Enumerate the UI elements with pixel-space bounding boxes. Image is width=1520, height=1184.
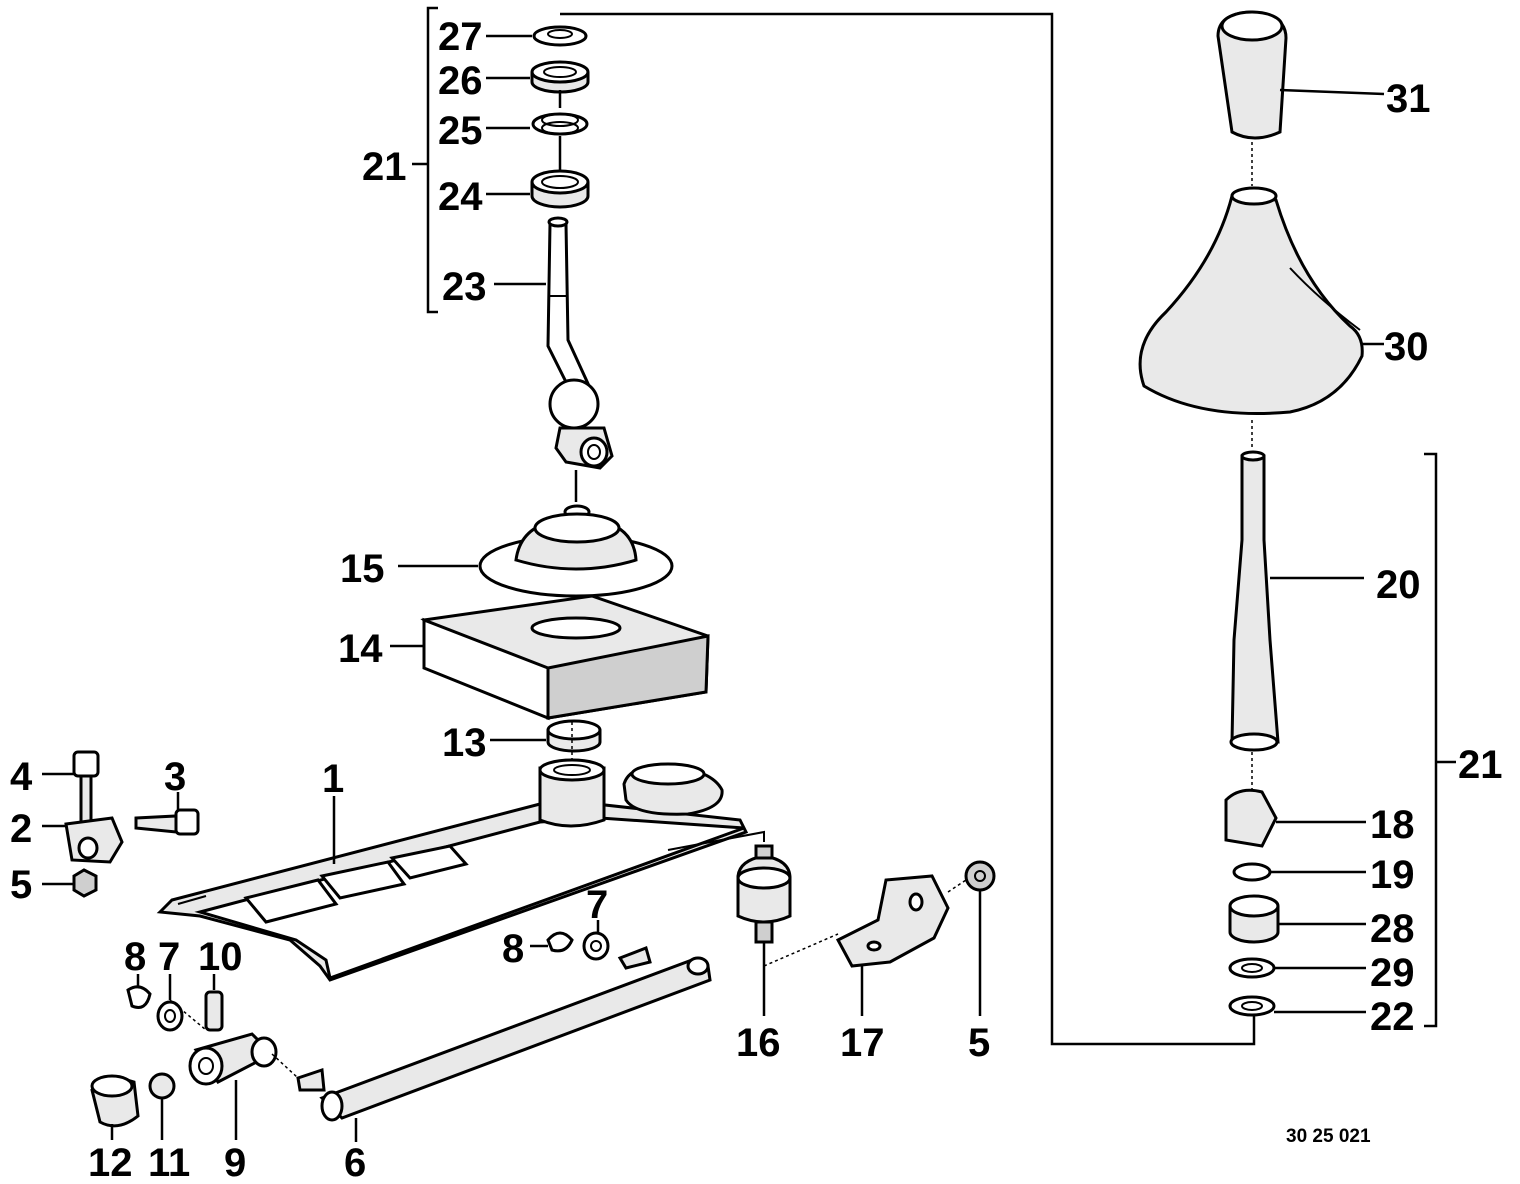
callout-9: 9 (224, 1141, 246, 1184)
callout-8-left: 8 (124, 935, 146, 979)
part-29-washer (1228, 957, 1276, 979)
callout-22: 22 (1370, 995, 1415, 1039)
callout-7-left: 7 (158, 935, 180, 979)
part-23-shift-lever (546, 216, 614, 470)
part-31-shift-knob (1216, 10, 1288, 140)
callout-12: 12 (88, 1141, 133, 1184)
part-7-washer-mid (582, 931, 610, 961)
callout-23: 23 (442, 265, 487, 309)
callout-21-right: 21 (1458, 743, 1503, 787)
part-3-screw (134, 808, 200, 836)
callout-27: 27 (438, 15, 483, 59)
callout-15: 15 (340, 547, 385, 591)
part-30-shift-boot (1138, 186, 1364, 415)
part-2-clamp-bracket (64, 816, 124, 864)
callout-25: 25 (438, 109, 483, 153)
callout-30: 30 (1384, 325, 1429, 369)
callout-13: 13 (442, 721, 487, 765)
drawing-code: 30 25 021 (1286, 1126, 1371, 1147)
callout-4: 4 (10, 755, 33, 799)
part-22-ring (1228, 995, 1276, 1017)
part-4-bolt (72, 750, 100, 824)
part-12-bushing (90, 1074, 140, 1128)
callout-18: 18 (1370, 803, 1415, 847)
callout-5-right: 5 (968, 1021, 990, 1065)
part-27-washer (532, 25, 588, 47)
callout-3: 3 (164, 755, 186, 799)
callout-21-left: 21 (362, 145, 407, 189)
part-10-pin (204, 990, 224, 1032)
part-28-sleeve (1228, 894, 1280, 944)
bracket-21-left (412, 6, 438, 314)
callout-14: 14 (338, 627, 383, 671)
callout-5-left: 5 (10, 863, 32, 907)
part-20-lever (1229, 450, 1280, 752)
part-19-clip (1232, 862, 1272, 882)
callout-11: 11 (148, 1141, 190, 1184)
callout-19: 19 (1370, 853, 1415, 897)
callout-20: 20 (1376, 563, 1421, 607)
part-11-ball (148, 1072, 176, 1100)
callout-17: 17 (840, 1021, 885, 1065)
part-5-nut-left (72, 868, 98, 898)
part-16-rubber-mount (736, 844, 792, 944)
callout-16: 16 (736, 1021, 781, 1065)
part-8-clip-left (126, 985, 152, 1009)
bracket-21-right (1424, 452, 1456, 1028)
callout-6: 6 (344, 1141, 366, 1184)
part-18-bushing (1224, 788, 1278, 848)
callout-7-mid: 7 (586, 883, 608, 927)
part-13-bushing (546, 719, 602, 753)
assembly-connector-line (560, 12, 1256, 1046)
callout-29: 29 (1370, 951, 1415, 995)
part-14-foam-pad (420, 594, 710, 721)
callout-2: 2 (10, 807, 32, 851)
callout-10: 10 (198, 935, 243, 979)
callout-28: 28 (1370, 907, 1415, 951)
part-26-bearing-ring (530, 60, 590, 94)
part-1-shift-housing (156, 758, 749, 982)
part-25-spring-washer (531, 112, 589, 136)
part-5-nut-right (964, 860, 996, 892)
part-8-clip-mid (546, 931, 574, 953)
part-24-bearing-shell (530, 169, 590, 209)
part-6-shift-rod (296, 946, 712, 1122)
callout-8-mid: 8 (502, 927, 524, 971)
part-9-joint (188, 1032, 278, 1086)
callout-24: 24 (438, 175, 483, 219)
callout-26: 26 (438, 59, 483, 103)
part-17-bracket (835, 874, 950, 968)
callout-31: 31 (1386, 77, 1431, 121)
callout-1: 1 (322, 757, 344, 801)
part-7-washer-left (156, 1000, 184, 1032)
part-15-boot-seal (478, 512, 674, 598)
